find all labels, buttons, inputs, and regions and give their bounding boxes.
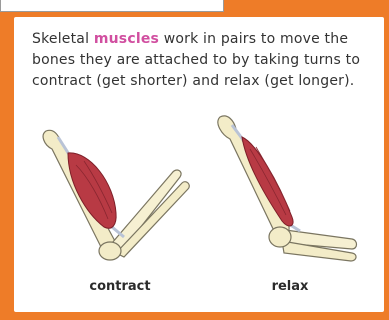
intro-text-start: Skeletal [32,31,94,47]
relax-label: relax [230,279,350,294]
top-tab [0,0,224,12]
muscles-keyword: muscles [94,31,159,47]
contract-label: contract [60,279,180,294]
info-card: Skeletal muscles work in pairs to move t… [14,17,384,312]
intro-text: Skeletal muscles work in pairs to move t… [32,29,372,92]
extended-arm-icon [192,103,362,268]
flexed-arm-icon [24,103,194,268]
